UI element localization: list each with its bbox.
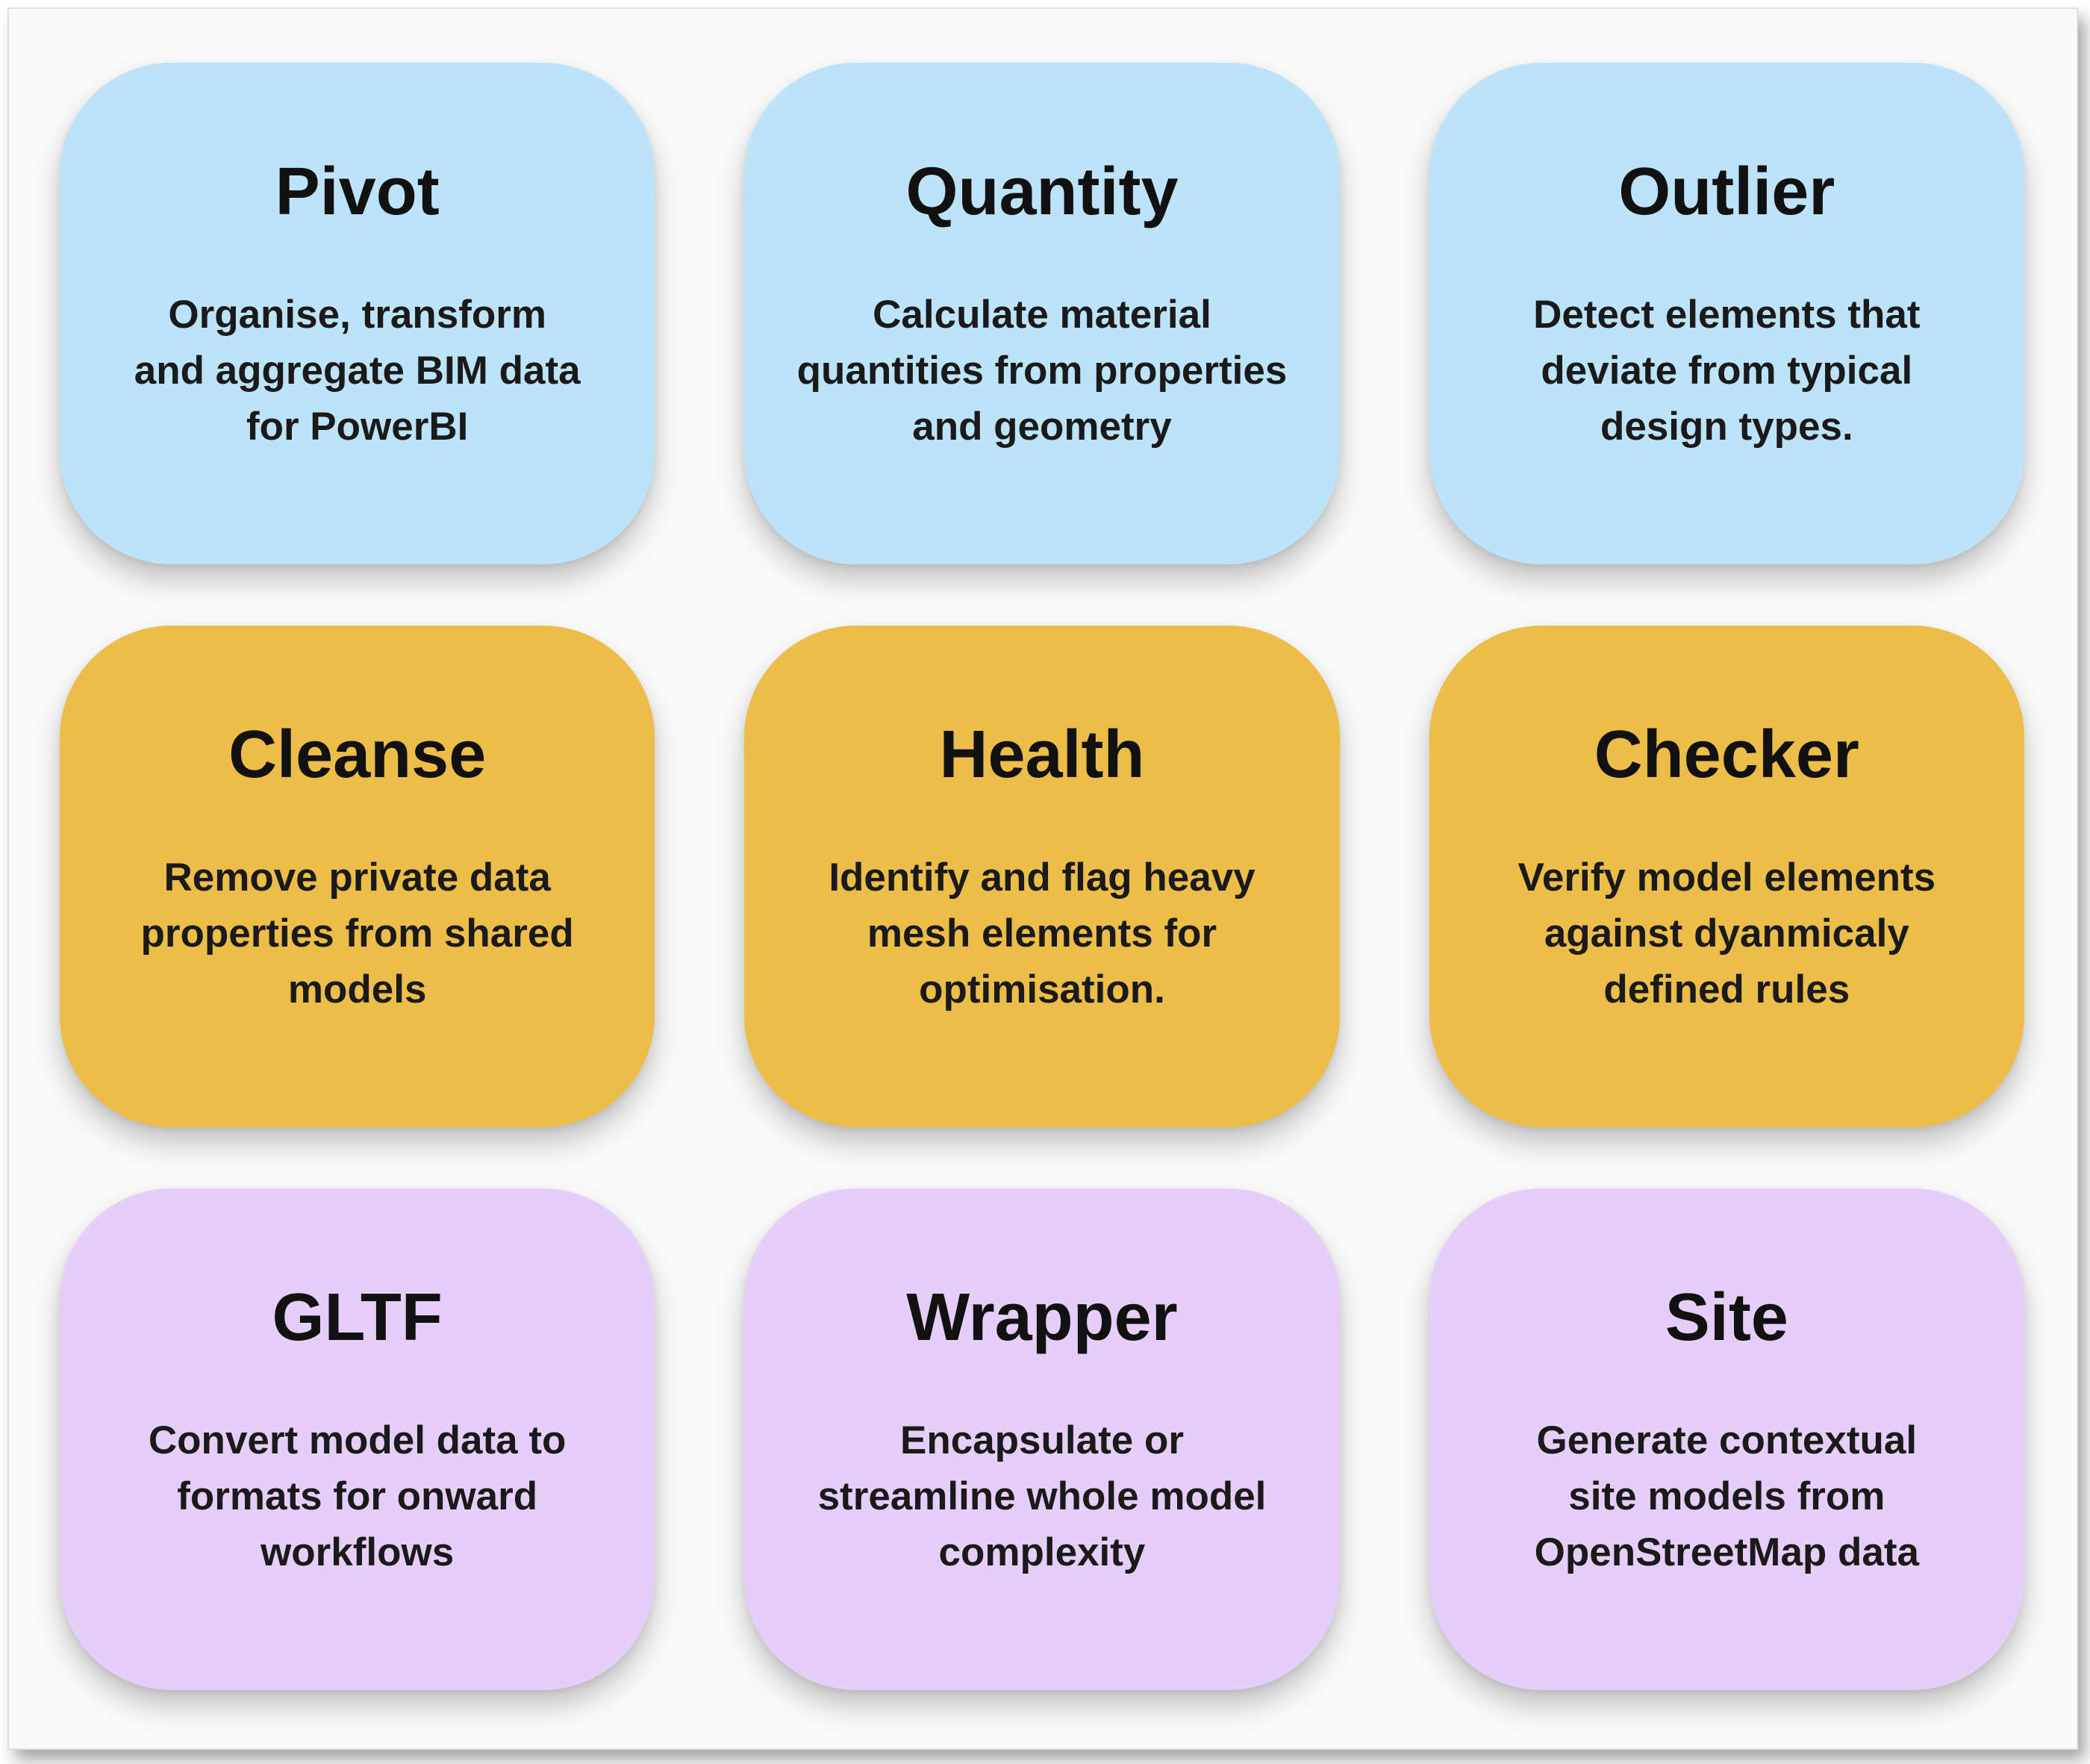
card-description-line: Remove private data — [163, 855, 551, 900]
card-description-line: workflows — [261, 1530, 455, 1574]
card-description: Calculate material quantities from prope… — [797, 287, 1288, 455]
card-title: Quantity — [905, 155, 1179, 229]
card-description-line: and aggregate BIM data — [134, 349, 581, 393]
card-title: Cleanse — [228, 717, 487, 792]
card-description-line: quantities from properties — [796, 349, 1288, 393]
card-description-line: complexity — [938, 1530, 1146, 1574]
card-description-line: site models from — [1568, 1474, 1885, 1518]
card-cleanse[interactable]: Cleanse Remove private data properties f… — [60, 626, 655, 1127]
card-title: Health — [939, 717, 1145, 792]
card-description-line: streamline whole model — [817, 1474, 1267, 1518]
card-title: Outlier — [1618, 155, 1835, 229]
card-description-line: mesh elements for — [867, 911, 1217, 956]
card-description: Identify and flag heavy mesh elements fo… — [829, 850, 1255, 1017]
card-description-line: deviate from typical — [1541, 349, 1913, 393]
card-description: Verify model elements against dyanmicaly… — [1517, 850, 1935, 1017]
card-description-line: Detect elements that — [1533, 293, 1921, 337]
card-description: Organise, transform and aggregate BIM da… — [134, 287, 581, 455]
card-health[interactable]: Health Identify and flag heavy mesh elem… — [744, 626, 1340, 1127]
card-description-line: Generate contextual — [1536, 1418, 1918, 1462]
card-description-line: Calculate material — [873, 293, 1211, 337]
card-wrapper[interactable]: Wrapper Encapsulate or streamline whole … — [744, 1188, 1340, 1690]
card-pivot[interactable]: Pivot Organise, transform and aggregate … — [60, 63, 655, 564]
card-quantity[interactable]: Quantity Calculate material quantities f… — [744, 63, 1340, 564]
card-description: Encapsulate or streamline whole model co… — [818, 1412, 1267, 1580]
card-description-line: formats for onward — [177, 1474, 538, 1518]
card-description-line: Convert model data to — [148, 1418, 567, 1462]
card-description-line: against dyanmicaly — [1544, 911, 1909, 956]
tool-card-grid: Pivot Organise, transform and aggregate … — [60, 63, 2024, 1690]
card-gltf[interactable]: GLTF Convert model data to formats for o… — [60, 1188, 655, 1690]
diagram-frame: Pivot Organise, transform and aggregate … — [7, 7, 2078, 1750]
card-description-line: OpenStreetMap data — [1534, 1530, 1920, 1574]
card-description: Detect elements that deviate from typica… — [1533, 287, 1920, 455]
card-description: Convert model data to formats for onward… — [149, 1412, 567, 1580]
card-title: Pivot — [275, 155, 440, 229]
card-description-line: Identify and flag heavy — [829, 855, 1255, 900]
card-description-line: models — [287, 967, 427, 1012]
card-description: Remove private data properties from shar… — [141, 850, 574, 1017]
card-title: Site — [1665, 1280, 1788, 1355]
card-outlier[interactable]: Outlier Detect elements that deviate fro… — [1429, 63, 2024, 564]
card-description-line: and geometry — [912, 405, 1172, 449]
card-checker[interactable]: Checker Verify model elements against dy… — [1429, 626, 2024, 1127]
card-description-line: design types. — [1600, 405, 1853, 449]
card-description-line: optimisation. — [919, 967, 1165, 1012]
card-site[interactable]: Site Generate contextual site models fro… — [1429, 1188, 2024, 1690]
card-title: GLTF — [272, 1280, 443, 1355]
card-description-line: Encapsulate or — [900, 1418, 1184, 1462]
card-description: Generate contextual site models from Ope… — [1535, 1412, 1919, 1580]
card-description-line: defined rules — [1603, 967, 1850, 1012]
card-description-line: for PowerBI — [246, 405, 469, 449]
card-description-line: Organise, transform — [168, 293, 546, 337]
card-description-line: properties from shared — [140, 911, 574, 956]
card-description-line: Verify model elements — [1517, 855, 1936, 900]
card-title: Wrapper — [906, 1280, 1178, 1355]
card-title: Checker — [1594, 717, 1859, 792]
